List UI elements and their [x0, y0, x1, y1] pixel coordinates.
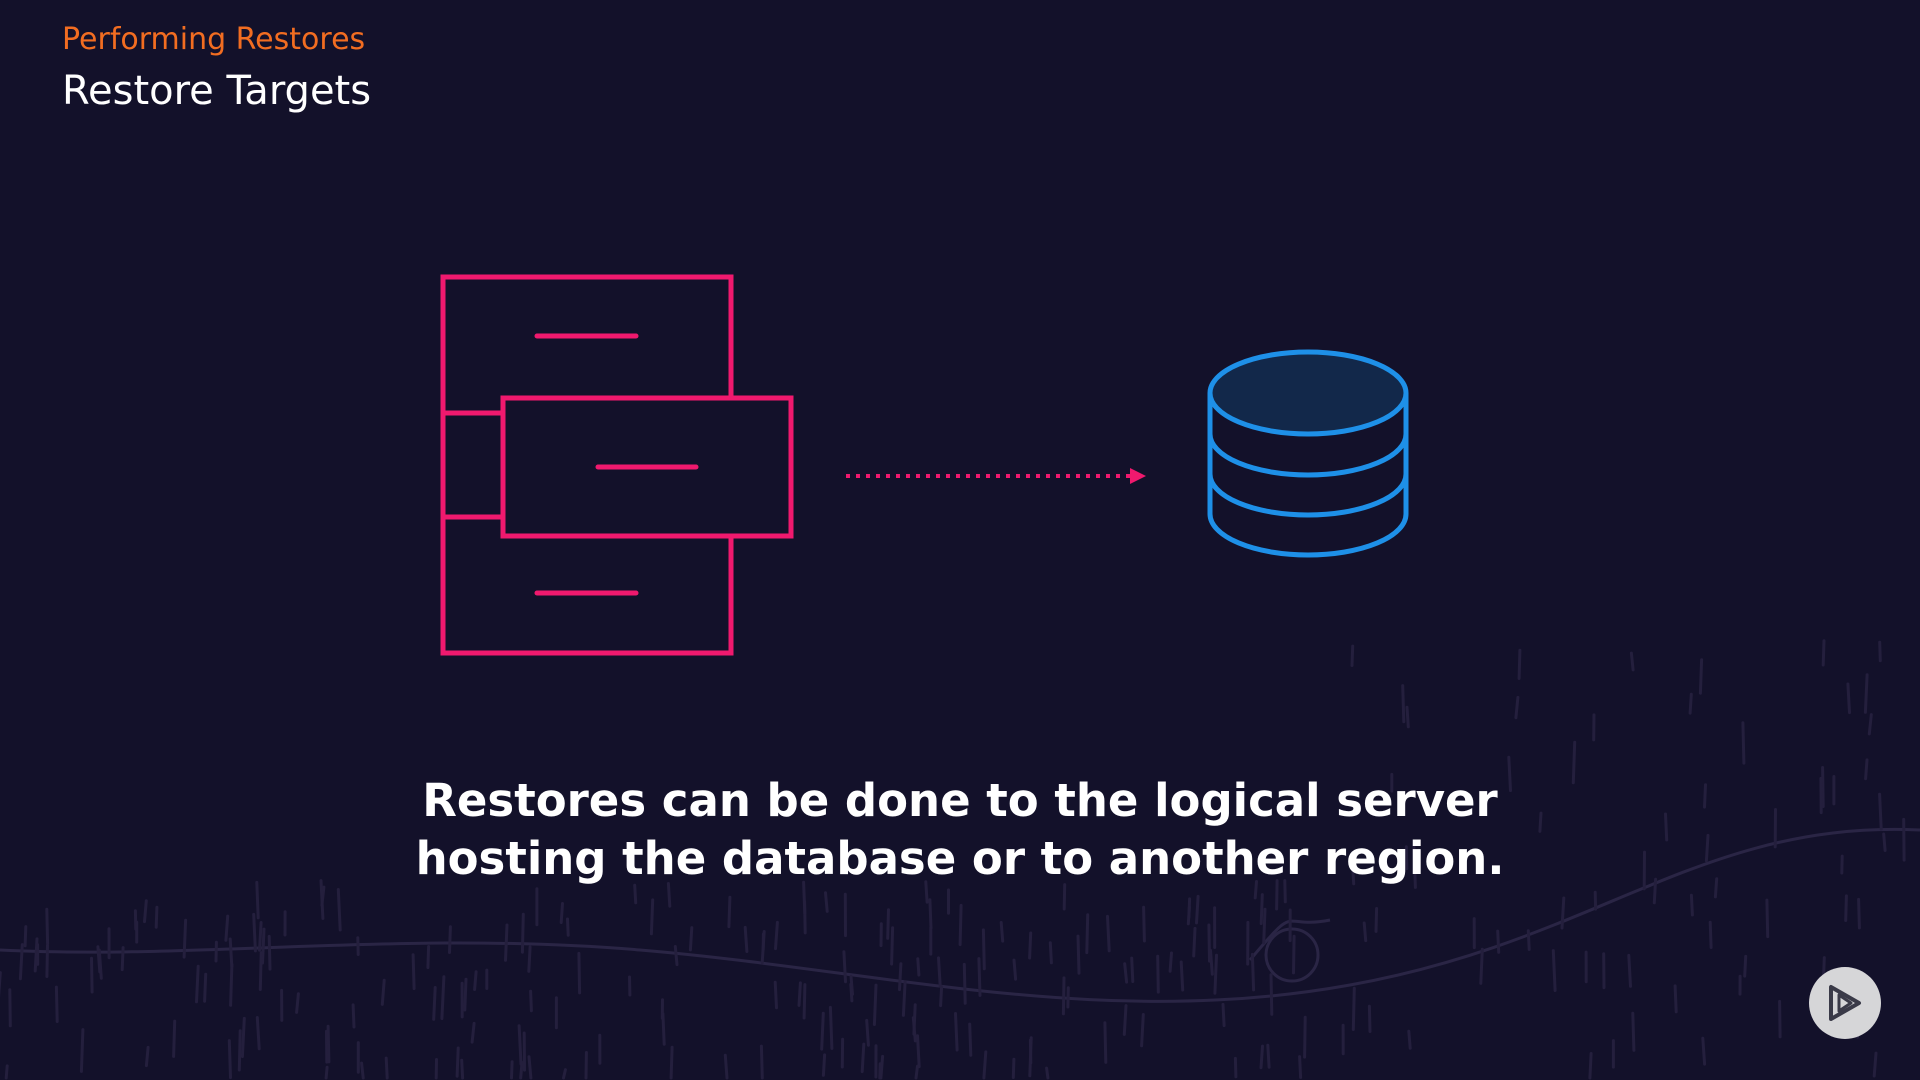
- caption: Restores can be done to the logical serv…: [360, 772, 1560, 888]
- caption-line-2: hosting the database or to another regio…: [415, 832, 1505, 885]
- brand-badge: [1809, 967, 1881, 1039]
- caption-line-1: Restores can be done to the logical serv…: [422, 774, 1498, 827]
- database-icon: [1207, 349, 1409, 558]
- page-title: Restore Targets: [62, 68, 372, 114]
- dotted-arrow-connector: [846, 468, 1146, 484]
- play-logo-icon: [1829, 985, 1861, 1021]
- logical-server-icon: [440, 274, 794, 656]
- section-eyebrow: Performing Restores: [62, 22, 366, 57]
